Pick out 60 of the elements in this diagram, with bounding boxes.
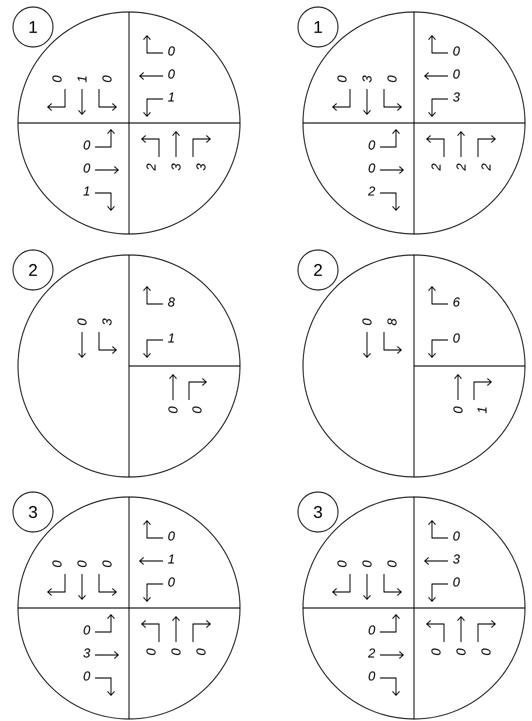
turn-count: 1 bbox=[168, 554, 174, 564]
turn-count: 2 bbox=[456, 164, 466, 171]
turn-count: 0 bbox=[52, 76, 62, 82]
turn-count: 0 bbox=[168, 69, 175, 79]
turn-count: 0 bbox=[453, 69, 460, 79]
turn-count: 0 bbox=[84, 625, 90, 635]
turn-count: 0 bbox=[368, 163, 376, 173]
turn-count: 0 bbox=[362, 560, 372, 568]
turn-count: 0 bbox=[362, 318, 372, 326]
turn-count: 0 bbox=[337, 560, 347, 568]
turn-count: 0 bbox=[453, 46, 460, 56]
turn-count: 8 bbox=[168, 297, 175, 307]
turn-count: 3 bbox=[83, 648, 90, 658]
turn-count: 0 bbox=[84, 671, 90, 681]
turn-count: 8 bbox=[387, 318, 397, 326]
turn-count: 1 bbox=[78, 76, 86, 82]
turn-count: 0 bbox=[168, 46, 175, 56]
turn-count: 0 bbox=[168, 406, 178, 414]
turn-count: 0 bbox=[387, 560, 397, 568]
turn-count: 0 bbox=[52, 560, 62, 568]
turn-count: 0 bbox=[168, 531, 175, 541]
turn-count: 0 bbox=[481, 648, 491, 656]
turn-count: 0 bbox=[102, 76, 112, 82]
turn-count: 1 bbox=[168, 92, 174, 102]
turn-count: 1 bbox=[168, 334, 174, 342]
turn-count: 0 bbox=[453, 333, 460, 343]
turn-count: 0 bbox=[171, 648, 181, 656]
turn-count: 1 bbox=[478, 407, 486, 414]
turn-count: 0 bbox=[453, 531, 460, 541]
turn-count: 0 bbox=[146, 648, 156, 656]
turn-count: 0 bbox=[77, 318, 87, 326]
turn-count: 0 bbox=[196, 648, 206, 656]
turn-count: 2 bbox=[368, 648, 376, 658]
turn-count: 0 bbox=[168, 577, 175, 587]
turn-count: 0 bbox=[84, 163, 90, 173]
turn-count: 1 bbox=[83, 186, 90, 196]
turn-count: 0 bbox=[431, 648, 441, 656]
turn-count: 6 bbox=[453, 297, 460, 307]
turn-count: 0 bbox=[368, 140, 376, 150]
turn-count: 3 bbox=[453, 554, 460, 564]
turn-count: 3 bbox=[196, 164, 206, 170]
turn-count: 3 bbox=[453, 92, 460, 102]
turn-count: 0 bbox=[77, 560, 87, 568]
turn-count: 2 bbox=[481, 164, 491, 171]
turn-count: 2 bbox=[368, 186, 376, 196]
turn-count: 3 bbox=[102, 318, 112, 326]
turn-count: 0 bbox=[453, 406, 463, 414]
turn-count: 2 bbox=[431, 164, 441, 171]
turn-count: 3 bbox=[171, 164, 181, 170]
turn-count: 0 bbox=[387, 76, 397, 82]
turn-count: 0 bbox=[453, 577, 460, 587]
turn-count: 0 bbox=[456, 648, 466, 656]
turn-count: 0 bbox=[102, 560, 112, 568]
turn-count: 0 bbox=[337, 76, 347, 82]
turn-count: 0 bbox=[368, 625, 376, 635]
turn-count: 2 bbox=[146, 164, 156, 171]
turn-count: 3 bbox=[362, 76, 372, 82]
turn-count: 0 bbox=[368, 671, 376, 681]
turn-count: 0 bbox=[192, 406, 202, 414]
turn-count: 0 bbox=[84, 140, 90, 150]
